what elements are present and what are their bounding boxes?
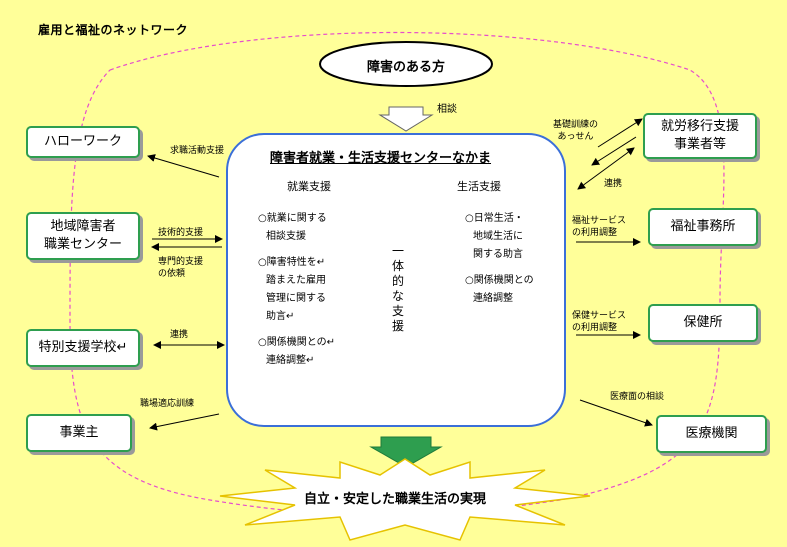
consult-label: 相談 — [437, 104, 457, 115]
support-center-title: 障害者就業・生活支援センターなかま — [270, 151, 492, 166]
employment-item: 踏まえた雇用 — [266, 275, 326, 286]
special-school-box: 特別支援学校↵ — [26, 329, 140, 367]
life-item: 連絡調整 — [473, 293, 513, 304]
person-with-disability-label: 障害のある方 — [366, 60, 445, 75]
life-item: ○関係機関との — [465, 275, 534, 286]
employment-support-header: 就業支援 — [287, 180, 331, 193]
life-support-header: 生活支援 — [457, 180, 501, 193]
welfare-office-box: 福祉事務所 — [648, 208, 758, 246]
life-item: 関する助言 — [473, 249, 523, 260]
employment-item: 連絡調整↵ — [266, 355, 315, 366]
transition-support-box: 就労移行支援事業者等 — [643, 113, 757, 159]
employment-item: ○関係機関との↵ — [258, 337, 336, 348]
support-center-box — [226, 133, 566, 427]
result-arrow — [369, 436, 443, 468]
welfare-services-label: 福祉サービス の利用調整 — [572, 216, 627, 238]
health-services-label: 保健サービス の利用調整 — [572, 311, 627, 333]
diagram-title: 雇用と福祉のネットワーク — [38, 23, 189, 37]
consult-arrow — [378, 106, 434, 132]
employment-item: 相談支援 — [266, 231, 306, 242]
employment-support-list: ○就業に関する 相談支援 ○障害特性を↵ 踏まえた雇用 管理に関する 助言↵ ○… — [258, 210, 353, 370]
life-item: 地域生活に — [473, 231, 523, 242]
medical-consult-label: 医療面の相談 — [610, 392, 665, 402]
life-item: ○日常生活・ — [465, 213, 524, 224]
employer-box: 事業主 — [26, 414, 132, 452]
cooperation-school-label: 連携 — [170, 330, 189, 340]
employment-item: 管理に関する — [266, 293, 326, 304]
result-burst — [219, 458, 591, 541]
integrated-support-label: 一 体 的 な 支 援 — [391, 244, 404, 333]
workplace-training-label: 職場適応訓練 — [140, 399, 195, 409]
employment-item: 助言↵ — [266, 311, 295, 322]
technical-support-label: 技術的支援 — [158, 228, 204, 238]
cooperation-transition-label: 連携 — [604, 179, 623, 189]
health-center-box: 保健所 — [648, 304, 758, 342]
vocational-center-box: 地域障害者職業センター — [26, 212, 140, 260]
specialized-support-label: 専門的支援 の依頼 — [158, 257, 204, 279]
medical-institution-box: 医療機関 — [656, 415, 767, 453]
job-search-support-label: 求職活動支援 — [170, 146, 225, 156]
top-oval-shape — [319, 41, 493, 87]
basic-training-label: 基礎訓練の あっせん — [553, 120, 599, 142]
employment-item: ○障害特性を↵ — [258, 257, 326, 268]
result-label: 自立・安定した職業生活の実現 — [303, 492, 486, 507]
life-support-list: ○日常生活・ 地域生活に 関する助言 ○関係機関との 連絡調整 — [465, 210, 557, 308]
employment-item: ○就業に関する — [258, 213, 327, 224]
hellowork-box: ハローワーク — [26, 126, 140, 158]
